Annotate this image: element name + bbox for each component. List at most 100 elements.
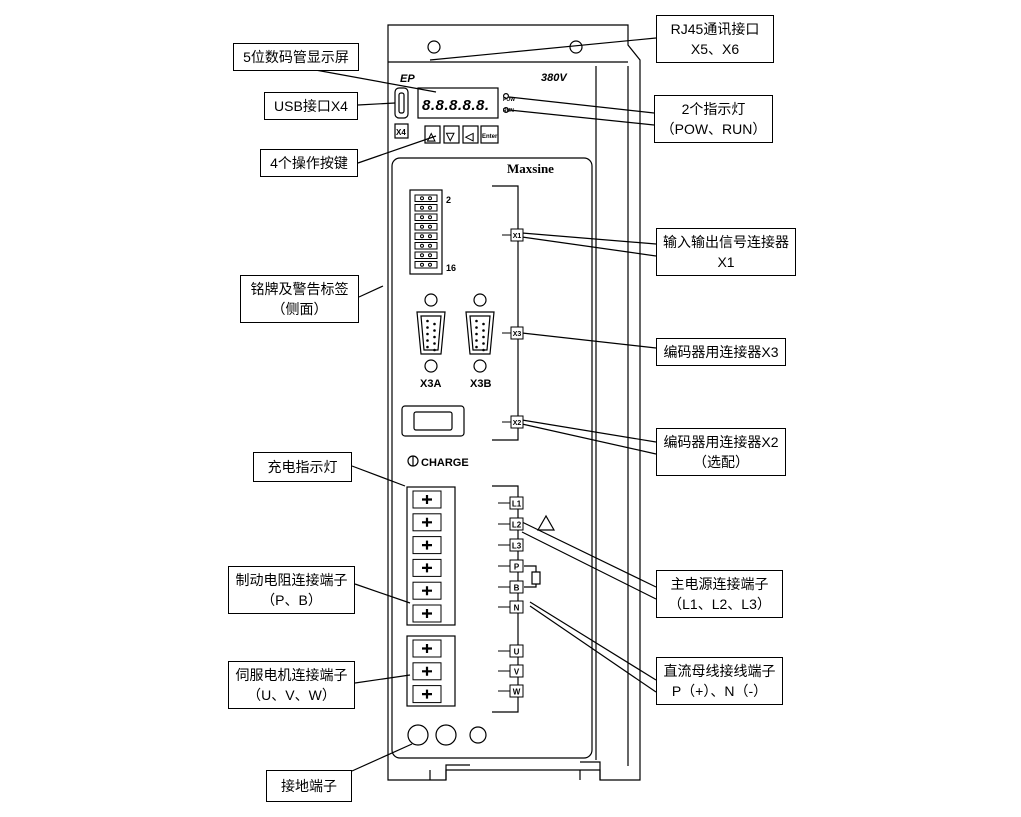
io-pin-row (414, 261, 438, 269)
io-pin (420, 234, 424, 239)
callout-dc-bus-line2: P（+）、N（-） (671, 683, 768, 699)
callout-io-connector: 输入输出信号连接器 X1 (656, 228, 796, 276)
callout-ground-line1: 接地端子 (281, 778, 337, 794)
terminal-tag-W (509, 684, 524, 698)
terminal-tag-L2 (509, 517, 524, 531)
callout-keys: 4个操作按键 (260, 149, 358, 177)
io-pin (428, 205, 432, 210)
dsub-pin (426, 345, 429, 349)
callout-motor-line2: （U、V、W） (247, 687, 336, 703)
callout-x2-line1: 编码器用连接器X2 (663, 434, 779, 450)
terminal-screw-mark (422, 495, 432, 504)
model-label: 380V (541, 72, 568, 84)
dsub-pin (426, 326, 429, 329)
led-label-pow: POW (503, 97, 515, 103)
connector-tag-X1 (510, 228, 524, 242)
callout-charge-line1: 充电指示灯 (267, 459, 338, 475)
leader-main-power (521, 521, 657, 600)
dsub-x3b-screw-bottom (473, 359, 487, 373)
dsub-pin (475, 345, 478, 349)
io-pin (420, 243, 424, 248)
dsub-pin (475, 326, 478, 329)
callout-nameplate-line1: 铭牌及警告标签 (250, 281, 349, 297)
io-pin (420, 224, 424, 229)
warning-triangle (536, 514, 556, 531)
connector-tag-X2 (510, 415, 524, 429)
dsub-pin (433, 342, 436, 345)
io-pin-row (414, 232, 438, 240)
terminal-cell (412, 513, 442, 532)
callout-rj45: RJ45通讯接口 X5、X6 (656, 15, 774, 63)
charge-label: CHARGE (421, 457, 469, 469)
callout-encoder-x2: 编码器用连接器X2 （选配） (656, 428, 786, 476)
leader-dc-bus (529, 601, 657, 693)
callout-motor: 伺服电机连接端子 （U、V、W） (228, 661, 355, 709)
terminal-cell (412, 604, 442, 623)
terminal-screw-mark (422, 563, 432, 573)
chassis-right-rail (595, 66, 629, 766)
terminal-tag-text: U (514, 648, 520, 657)
callout-display: 5位数码管显示屏 (233, 43, 359, 71)
leader-ground (351, 743, 413, 772)
io-pin (420, 253, 424, 258)
callout-indicator-line1: 2个指示灯 (681, 101, 746, 117)
terminal-tag-U (509, 644, 524, 658)
dsub-pin (475, 319, 478, 323)
callout-nameplate-line2: （侧面） (271, 301, 328, 317)
encoder-port-x3a: X3A (420, 378, 441, 390)
dsub-pin (426, 339, 429, 342)
dsub-pin (475, 332, 478, 336)
brand-name: Maxsine (507, 161, 554, 176)
led-label-run: RUN (503, 108, 514, 114)
terminal-tag-B (509, 580, 524, 594)
io-pin (428, 224, 432, 229)
ground-screw-left (407, 724, 429, 746)
terminal-tag-text: V (514, 668, 520, 677)
dsub-pin (482, 335, 485, 339)
callout-x3-line1: 编码器用连接器X3 (663, 344, 779, 360)
callout-display-line1: 5位数码管显示屏 (243, 49, 349, 65)
dsub-pin (482, 342, 485, 345)
dsub-pin (433, 348, 436, 352)
leader-rj45 (429, 37, 657, 61)
dsub-pin (433, 329, 436, 332)
brand-badge: EP (400, 73, 415, 85)
dsub-pin (426, 332, 429, 336)
callout-x2-line2: （选配） (693, 454, 749, 470)
button-left: ◁ (464, 131, 474, 143)
leader-display (309, 68, 437, 93)
ground-screw-right (435, 724, 457, 746)
seven-seg-display (417, 87, 499, 119)
terminal-tag-P (509, 559, 524, 573)
leader-keys (357, 135, 437, 164)
display-digits: 8.8.8.8.8. (422, 97, 490, 114)
terminal-screw-mark (422, 609, 432, 618)
mount-hole-left (427, 40, 441, 54)
callout-main-power-line1: 主电源连接端子 (670, 576, 769, 592)
callout-ground: 接地端子 (266, 770, 352, 802)
terminal-tag-text: L2 (512, 521, 522, 530)
terminal-tag-N (509, 600, 524, 614)
io-pin-row (414, 242, 438, 250)
connector-tag-text: X1 (513, 233, 522, 240)
terminal-cell (412, 536, 442, 555)
io-pin (428, 262, 432, 267)
callout-nameplate: 铭牌及警告标签 （侧面） (240, 275, 359, 323)
io-pin (420, 215, 424, 220)
terminal-screw-mark (422, 517, 432, 527)
io-connector-body (409, 189, 443, 275)
callout-encoder-x3: 编码器用连接器X3 (656, 338, 786, 366)
dsub-x3b-inner (469, 315, 491, 351)
dsub-pin (482, 329, 485, 332)
terminal-tag-text: N (514, 604, 520, 613)
callout-main-power-line2: （L1、L2、L3） (668, 596, 771, 612)
callout-charge-led: 充电指示灯 (253, 452, 352, 482)
terminal-cell (412, 685, 442, 704)
leader-nameplate (358, 285, 384, 298)
io-pin (428, 243, 432, 248)
io-pin (420, 196, 424, 201)
callout-main-power: 主电源连接端子 （L1、L2、L3） (656, 570, 783, 618)
terminal-screw-mark (422, 666, 432, 676)
callout-indicator-line2: （POW、RUN） (660, 121, 767, 137)
